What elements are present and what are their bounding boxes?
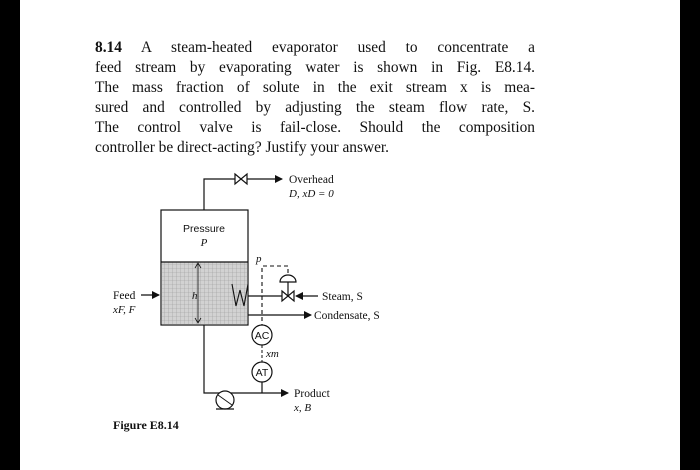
overhead-sub-label: D, xD = 0: [288, 188, 334, 200]
evaporator-diagram: Overhead D, xD = 0 Pressure P p h Feed x…: [112, 172, 380, 432]
feed-label: Feed: [113, 290, 136, 302]
problem-number: 8.14: [95, 39, 122, 56]
liquid-level: [162, 262, 247, 324]
valve-signal-label: p: [255, 253, 262, 265]
at-label: AT: [256, 367, 269, 379]
controller-signal-line: [261, 265, 289, 335]
overhead-pipe: [203, 178, 235, 210]
problem-line-2: feed stream by evaporating water is show…: [95, 59, 535, 76]
problem-line-6: controller be direct-acting? Justify you…: [95, 139, 390, 156]
pressure-symbol: P: [200, 237, 208, 249]
condensate-label: Condensate, S: [314, 310, 380, 322]
xm-label: xm: [265, 348, 279, 360]
steam-label: Steam, S: [322, 291, 363, 303]
product-pipe: [203, 325, 289, 397]
valve-actuator-icon: [279, 274, 297, 283]
overhead-valve-icon: [234, 172, 248, 186]
problem-line-3: The mass fraction of solute in the exit …: [95, 79, 535, 96]
problem-line-4: sured and controlled by adjusting the st…: [95, 99, 535, 116]
figure-caption: Figure E8.14: [113, 418, 179, 432]
feed-sub-label: xF, F: [112, 304, 136, 316]
pressure-label: Pressure: [183, 223, 225, 235]
problem-line-1-text: A steam-heated evaporator used to concen…: [121, 39, 535, 56]
product-sub-label: x, B: [293, 402, 311, 414]
textbook-page: 8.14 A steam-heated evaporator used to c…: [20, 0, 680, 470]
steam-coil-icon: [231, 283, 249, 307]
problem-line-5: The control valve is fail-close. Should …: [95, 119, 535, 136]
product-label: Product: [294, 388, 331, 400]
level-label: h: [192, 290, 198, 302]
ac-label: AC: [255, 330, 270, 342]
overhead-label: Overhead: [289, 174, 334, 186]
problem-statement: 8.14 A steam-heated evaporator used to c…: [95, 38, 535, 158]
problem-line-1: 8.14 A steam-heated evaporator used to c…: [95, 38, 535, 58]
